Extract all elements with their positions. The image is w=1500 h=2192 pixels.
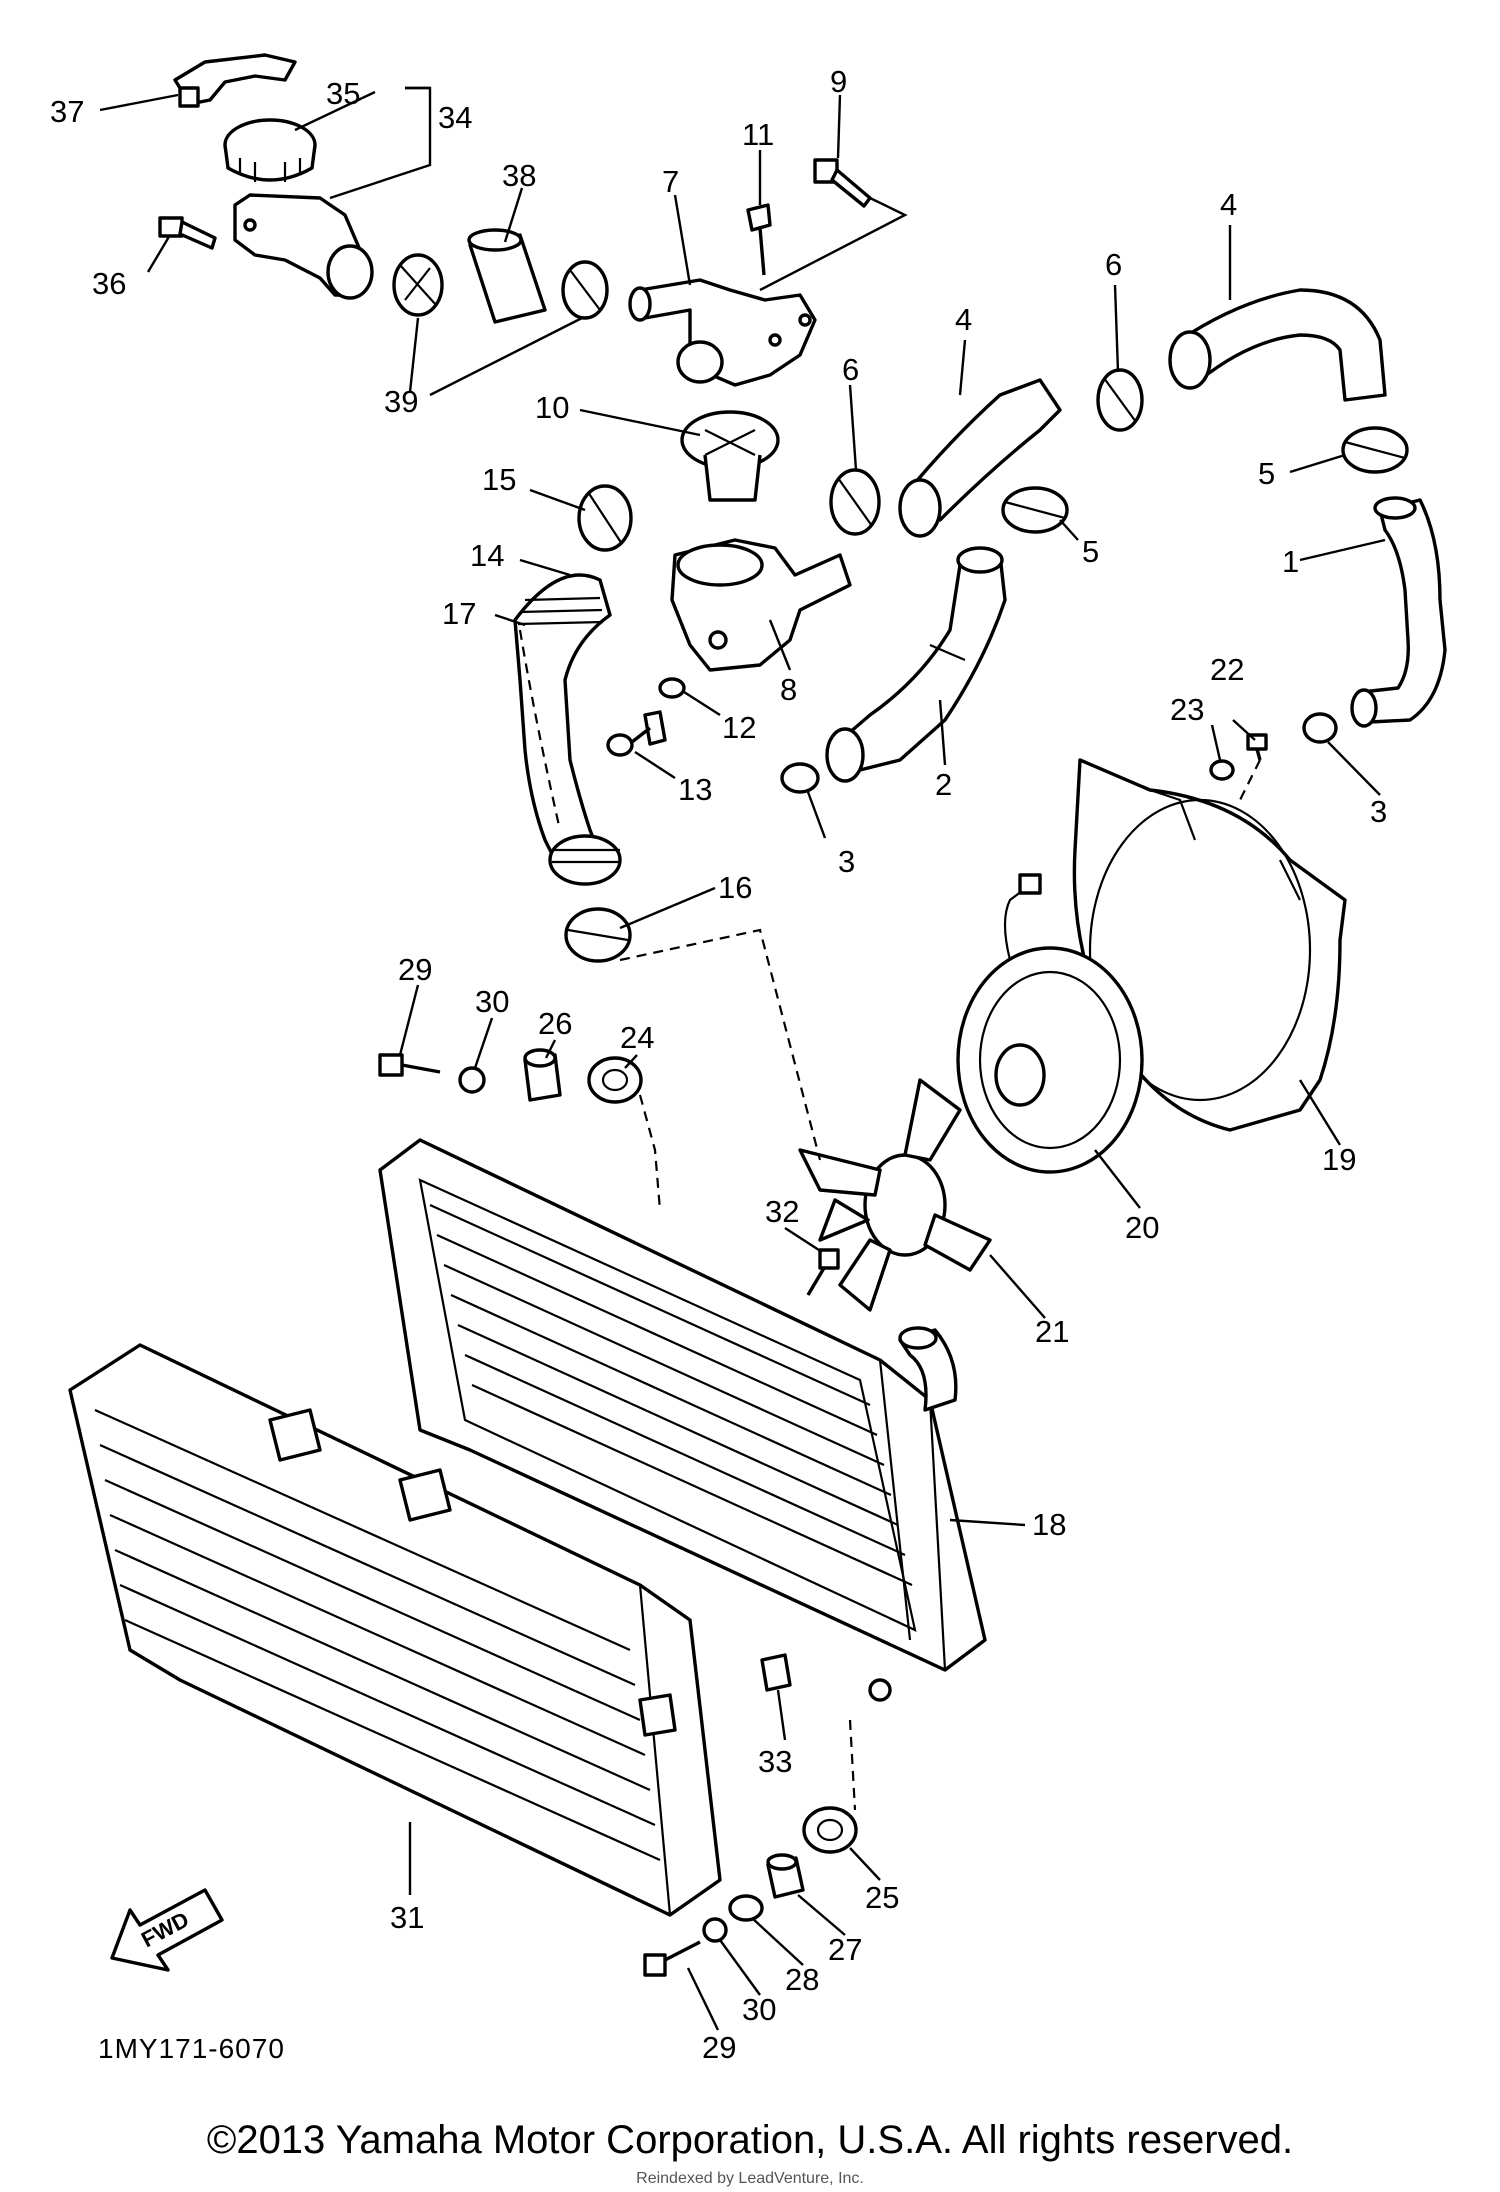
part-bolt-22 xyxy=(1246,733,1268,761)
callout-6-rear: 6 xyxy=(1105,247,1122,282)
part-clamp-6b xyxy=(1096,368,1144,432)
assembly-dashed-lines xyxy=(518,629,1261,1811)
callout-11: 11 xyxy=(742,117,774,152)
part-bolt-32 xyxy=(806,1248,840,1296)
part-collar-30a xyxy=(458,1066,486,1094)
callout-33: 33 xyxy=(758,1744,792,1779)
callout-4-rear: 4 xyxy=(1220,187,1237,222)
callout-3-right: 3 xyxy=(1370,794,1387,829)
callout-5-rear: 5 xyxy=(1258,456,1275,491)
callout-20: 20 xyxy=(1125,1210,1159,1245)
callout-4-front: 4 xyxy=(955,302,972,337)
part-bolt-36 xyxy=(158,216,217,250)
callout-31: 31 xyxy=(390,1900,424,1935)
part-radiator-18 xyxy=(378,1138,987,1702)
part-washer-12 xyxy=(658,677,686,699)
callout-13: 13 xyxy=(678,772,712,807)
part-grommet-25 xyxy=(802,1806,858,1854)
part-clamp-5b xyxy=(1341,426,1409,474)
callout-1: 1 xyxy=(1282,544,1299,579)
callout-14: 14 xyxy=(470,538,504,573)
callout-34: 34 xyxy=(438,100,472,135)
callout-24: 24 xyxy=(620,1020,654,1055)
part-radiator-grill-31 xyxy=(68,1343,722,1917)
part-grommet-24 xyxy=(587,1056,643,1104)
callout-39: 39 xyxy=(384,384,418,419)
part-bolt-13 xyxy=(606,710,667,757)
part-radiator-cap-35 xyxy=(223,118,317,182)
callout-36: 36 xyxy=(92,266,126,301)
part-bolt-11 xyxy=(746,203,772,276)
leader-lines xyxy=(99,86,1386,2031)
callout-23: 23 xyxy=(1170,692,1204,727)
diagram-code: 1MY171-6070 xyxy=(98,2033,285,2064)
part-bracket-37 xyxy=(173,53,297,108)
part-nut-33 xyxy=(760,1653,792,1692)
callout-30-top: 30 xyxy=(475,984,509,1019)
watermark-text: Reindexed by LeadVenture, Inc. xyxy=(636,2170,864,2187)
callout-29-bottom: 29 xyxy=(702,2030,736,2065)
part-hose-17 xyxy=(513,573,622,886)
part-clamp-16 xyxy=(564,907,632,963)
fwd-arrow-icon xyxy=(110,1888,224,1972)
part-clamp-39a xyxy=(392,253,444,317)
part-collar-23 xyxy=(1209,759,1235,781)
callout-2: 2 xyxy=(935,767,952,802)
callouts: 37 35 34 36 38 39 11 9 7 10 4 4 6 6 5 5 … xyxy=(50,64,1387,2065)
part-hose-4a xyxy=(898,378,1062,538)
callout-15: 15 xyxy=(482,462,516,497)
part-filler-neck-34 xyxy=(233,193,374,300)
callout-17: 17 xyxy=(442,596,476,631)
callout-30-bottom: 30 xyxy=(742,1992,776,2027)
part-thermostat-housing-8 xyxy=(670,538,852,672)
callout-10: 10 xyxy=(535,390,569,425)
callout-18: 18 xyxy=(1032,1507,1066,1542)
part-clamp-39b xyxy=(561,260,609,320)
callout-29-top: 29 xyxy=(398,952,432,987)
part-clamp-6a xyxy=(829,468,881,536)
part-pipe-2 xyxy=(825,546,1007,783)
part-hose-4b xyxy=(1168,288,1387,402)
part-washer-28 xyxy=(728,1894,764,1922)
copyright-notice: ©2013 Yamaha Motor Corporation, U.S.A. A… xyxy=(206,2118,1294,2162)
part-hose-38 xyxy=(467,228,547,324)
part-pipe-1 xyxy=(1350,496,1447,728)
part-clamp-5a xyxy=(1001,486,1069,534)
part-thermostat-10 xyxy=(680,410,780,502)
callout-5-front: 5 xyxy=(1082,534,1099,569)
part-oring-3a xyxy=(780,762,820,794)
callout-27: 27 xyxy=(828,1932,862,1967)
callout-9: 9 xyxy=(830,64,847,99)
callout-12: 12 xyxy=(722,710,756,745)
callout-3-left: 3 xyxy=(838,844,855,879)
callout-6-front: 6 xyxy=(842,352,859,387)
part-collar-30b xyxy=(702,1917,728,1943)
part-bolt-29a xyxy=(378,1053,441,1077)
callout-38: 38 xyxy=(502,158,536,193)
callout-28: 28 xyxy=(785,1962,819,1997)
part-oring-3b xyxy=(1302,712,1338,744)
callout-26: 26 xyxy=(538,1006,572,1041)
callout-16: 16 xyxy=(718,870,752,905)
part-clamp-15 xyxy=(577,484,633,552)
part-bolt-29b xyxy=(643,1940,701,1977)
part-fan-motor-20 xyxy=(956,873,1144,1174)
part-collar-27 xyxy=(766,1853,805,1899)
callout-22: 22 xyxy=(1210,652,1244,687)
part-fan-blade-21 xyxy=(798,1078,992,1312)
part-thermostat-cover-7 xyxy=(628,278,817,387)
callout-25: 25 xyxy=(865,1880,899,1915)
callout-19: 19 xyxy=(1322,1142,1356,1177)
callout-7: 7 xyxy=(662,164,679,199)
part-fan-shroud-19 xyxy=(1072,758,1347,1132)
part-bolt-9 xyxy=(813,158,872,208)
callout-35: 35 xyxy=(326,76,360,111)
part-collar-26 xyxy=(523,1048,562,1102)
callout-37: 37 xyxy=(50,94,84,129)
callout-21: 21 xyxy=(1035,1314,1069,1349)
callout-8: 8 xyxy=(780,672,797,707)
callout-32: 32 xyxy=(765,1194,799,1229)
